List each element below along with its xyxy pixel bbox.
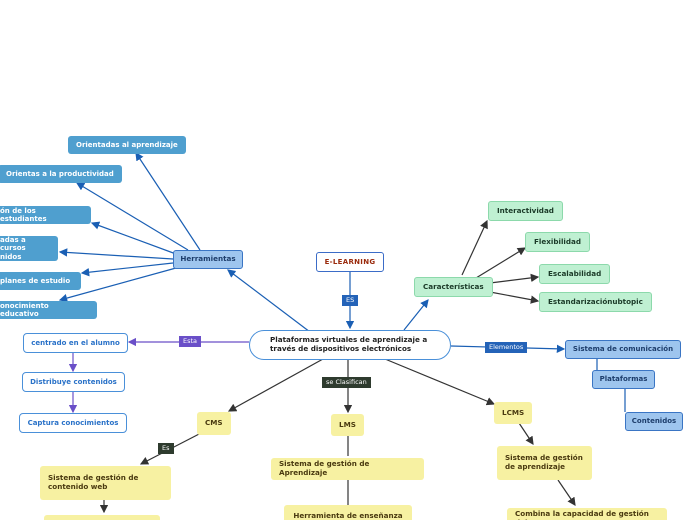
element-sistema-comunicacion[interactable]: Sistema de comunicación: [565, 340, 681, 359]
tool-orientadas-aprendizaje[interactable]: Orientadas al aprendizaje: [68, 136, 186, 154]
class-lms-sub[interactable]: Herramienta de enseñanza: [284, 505, 412, 520]
link-label-se-clasifican: se Clasifican: [322, 377, 371, 388]
tool-orientas-productividad[interactable]: Orientas a la productividad: [0, 165, 122, 183]
element-plataformas[interactable]: Plataformas: [592, 370, 655, 389]
link-label-elementos: Elementos: [485, 342, 528, 353]
topic-herramientas[interactable]: Herramientas: [173, 250, 243, 269]
tool-planes-estudio[interactable]: planes de estudio: [0, 272, 81, 290]
tool-conocimiento-educativo[interactable]: onocimiento educativo: [0, 301, 97, 319]
class-cms-desc[interactable]: Sistema de gestión de contenido web: [40, 466, 171, 500]
tool-estudiantes[interactable]: ón de los estudiantes: [0, 206, 91, 224]
link-label-esta: Esta: [179, 336, 202, 347]
element-contenidos[interactable]: Contenidos: [625, 412, 683, 431]
class-lms[interactable]: LMS: [331, 414, 364, 436]
feature-escalabilidad[interactable]: Escalabilidad: [539, 264, 611, 284]
topic-centrado-alumno[interactable]: centrado en el alumno: [23, 333, 128, 353]
class-lcms-sub[interactable]: Combina la capacidad de gestión del: [507, 508, 667, 520]
class-cms-sub: [44, 515, 160, 520]
feature-interactividad[interactable]: Interactividad: [488, 201, 563, 221]
class-lcms-desc[interactable]: Sistema de gestión de aprendizaje: [497, 446, 592, 480]
class-cms[interactable]: CMS: [197, 412, 231, 435]
class-lcms[interactable]: LCMS: [494, 402, 533, 424]
root-topic-elearning[interactable]: E-LEARNING: [316, 252, 384, 272]
link-label-es: ES: [342, 295, 359, 306]
central-topic[interactable]: Plataformas virtuales de aprendizaje a t…: [249, 330, 451, 360]
topic-caracteristicas[interactable]: Características: [414, 277, 493, 297]
link-label-es-cms: Es: [158, 443, 174, 454]
class-lms-desc[interactable]: Sistema de gestión de Aprendizaje: [271, 458, 424, 480]
tool-cursos[interactable]: adas a cursos nidos: [0, 236, 58, 261]
feature-estandarizacion[interactable]: Estandarizaciónubtopic: [539, 292, 652, 312]
feature-flexibilidad[interactable]: Flexibilidad: [525, 232, 591, 252]
topic-captura-conocimientos[interactable]: Captura conocimientos: [19, 413, 127, 433]
topic-distribuye-contenidos[interactable]: Distribuye contenidos: [22, 372, 125, 392]
